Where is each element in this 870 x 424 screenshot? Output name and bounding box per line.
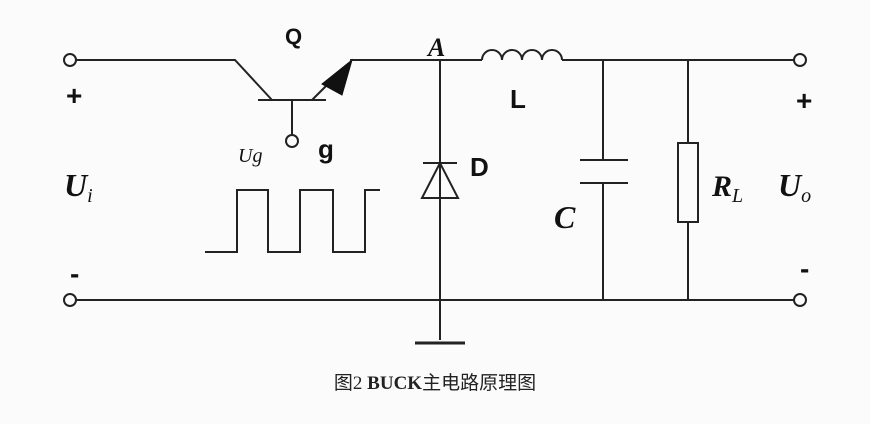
- input-terminal-bottom: [63, 293, 77, 307]
- label-a: A: [426, 33, 445, 62]
- label-g: g: [318, 134, 334, 164]
- output-minus: -: [800, 253, 809, 284]
- label-uo: Uo: [778, 167, 811, 207]
- pwm-waveform: [205, 189, 380, 253]
- label-l: L: [510, 84, 526, 114]
- label-q: Q: [285, 24, 302, 49]
- caption-suffix: 主电路原理图: [422, 373, 537, 394]
- label-ug: Ug: [238, 145, 262, 167]
- output-terminal-top: [793, 53, 807, 67]
- output-terminal-bottom: [793, 293, 807, 307]
- label-c: C: [554, 199, 576, 235]
- label-ui: Ui: [64, 167, 93, 207]
- inductor-l: [481, 49, 563, 61]
- caption-prefix: 图2: [333, 373, 368, 394]
- input-plus: +: [66, 80, 82, 111]
- output-plus: +: [796, 85, 812, 116]
- caption-name: BUCK: [367, 373, 423, 394]
- input-terminal-top: [63, 53, 77, 67]
- transistor-q: [258, 58, 353, 148]
- label-rl: RL: [711, 170, 743, 207]
- capacitor-c: [580, 60, 628, 300]
- diode-d: [415, 60, 465, 345]
- load-resistor-rl: [677, 60, 699, 300]
- input-minus: -: [70, 258, 79, 289]
- figure-caption: 图2 BUCK主电路原理图: [0, 368, 870, 395]
- label-d: D: [470, 152, 489, 182]
- wire-top-left: [76, 59, 273, 101]
